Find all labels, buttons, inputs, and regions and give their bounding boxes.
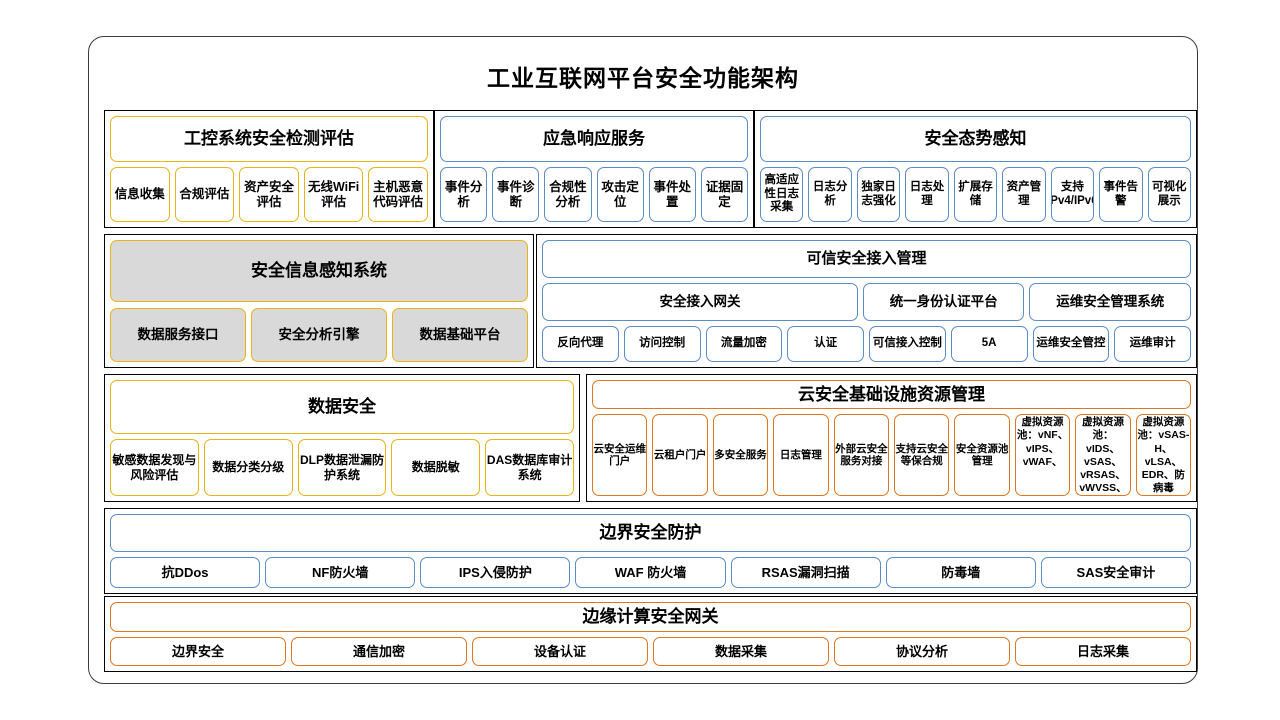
item-log-management[interactable]: 日志管理 — [773, 414, 829, 496]
item-sas-security-audit[interactable]: SAS安全审计 — [1040, 557, 1191, 588]
section-edge-gateway: 边缘计算安全网关 边界安全 通信加密 设备认证 数据采集 协议分析 日志采集 — [104, 596, 1197, 672]
item-exclusive-log-enhancement[interactable]: 独家日志强化 — [856, 167, 901, 222]
item-info-collection[interactable]: 信息收集 — [110, 167, 170, 222]
section-header: 数据安全 — [110, 380, 574, 434]
item-compliance-assessment[interactable]: 合规评估 — [174, 167, 235, 222]
item-asset-management[interactable]: 资产管理 — [1002, 167, 1046, 222]
item-5a[interactable]: 5A — [950, 326, 1028, 362]
item-traffic-encryption[interactable]: 流量加密 — [705, 326, 783, 362]
platform-ops-security-mgmt[interactable]: 运维安全管理系统 — [1029, 283, 1191, 321]
item-external-cloud-service-integration[interactable]: 外部云安全服务对接 — [833, 414, 890, 496]
item-data-base-platform[interactable]: 数据基础平台 — [392, 308, 528, 362]
item-nf-firewall[interactable]: NF防火墙 — [265, 557, 416, 588]
section-border-security: 边界安全防护 抗DDos NF防火墙 IPS入侵防护 WAF 防火墙 RSAS漏… — [104, 508, 1197, 594]
platform-secure-access-gateway[interactable]: 安全接入网关 — [542, 283, 858, 321]
item-visual-display[interactable]: 可视化展示 — [1147, 167, 1191, 222]
item-log-processing[interactable]: 日志处理 — [905, 167, 949, 222]
item-border-security[interactable]: 边界安全 — [110, 637, 286, 666]
section-header: 可信安全接入管理 — [542, 240, 1191, 278]
item-ops-security-control[interactable]: 运维安全管控 — [1032, 326, 1110, 362]
item-event-alarm[interactable]: 事件告警 — [1099, 167, 1143, 222]
section-emergency-response: 应急响应服务 事件分析 事件诊断 合规性分析 攻击定位 事件处置 证据固定 — [434, 110, 754, 228]
item-authentication[interactable]: 认证 — [787, 326, 864, 362]
section-header: 云安全基础设施资源管理 — [592, 380, 1191, 410]
section-trusted-access: 可信安全接入管理 安全接入网关 统一身份认证平台 运维安全管理系统 反向代理 访… — [536, 234, 1197, 368]
item-row: 边界安全 通信加密 设备认证 数据采集 协议分析 日志采集 — [110, 637, 1191, 666]
item-antivirus-wall[interactable]: 防毒墙 — [885, 557, 1036, 588]
item-access-control[interactable]: 访问控制 — [623, 326, 701, 362]
item-das-db-audit[interactable]: DAS数据库审计系统 — [485, 439, 574, 496]
item-row: 事件分析 事件诊断 合规性分析 攻击定位 事件处置 证据固定 — [440, 167, 749, 222]
item-waf-firewall[interactable]: WAF 防火墙 — [575, 557, 726, 588]
item-row: 高适应性日志采集 日志分析 独家日志强化 日志处理 扩展存储 资产管理 支持IP… — [760, 167, 1191, 222]
item-trusted-access-control[interactable]: 可信接入控制 — [869, 326, 946, 362]
item-security-resource-pool-mgmt[interactable]: 安全资源池管理 — [954, 414, 1010, 496]
item-log-analysis[interactable]: 日志分析 — [808, 167, 852, 222]
item-anti-ddos[interactable]: 抗DDos — [110, 557, 261, 588]
section-header: 安全信息感知系统 — [110, 240, 528, 302]
item-data-collection[interactable]: 数据采集 — [653, 637, 829, 666]
item-ips[interactable]: IPS入侵防护 — [420, 557, 571, 588]
item-evidence-preservation[interactable]: 证据固定 — [700, 167, 749, 222]
item-virtual-resource-pool-2[interactable]: 虚拟资源池：vIDS、vSAS、vRSAS、vWVSS、 — [1075, 414, 1131, 496]
item-cloud-ops-portal[interactable]: 云安全运维门户 — [592, 414, 648, 496]
item-virtual-resource-pool-3[interactable]: 虚拟资源池：vSAS-H、vLSA、EDR、防病毒 — [1135, 414, 1192, 496]
item-wireless-wifi-assessment[interactable]: 无线WiFi评估 — [303, 167, 364, 222]
item-cloud-compliance-support[interactable]: 支持云安全等保合规 — [894, 414, 950, 496]
item-ops-audit[interactable]: 运维审计 — [1114, 326, 1191, 362]
item-row: 抗DDos NF防火墙 IPS入侵防护 WAF 防火墙 RSAS漏洞扫描 防毒墙… — [110, 557, 1191, 588]
item-protocol-analysis[interactable]: 协议分析 — [834, 637, 1010, 666]
item-security-analysis-engine[interactable]: 安全分析引擎 — [251, 308, 387, 362]
platform-row: 安全接入网关 统一身份认证平台 运维安全管理系统 — [542, 283, 1191, 321]
item-dlp-system[interactable]: DLP数据泄漏防护系统 — [297, 439, 387, 496]
item-row: 反向代理 访问控制 流量加密 认证 可信接入控制 5A 运维安全管控 运维审计 — [542, 326, 1191, 362]
item-attack-localization[interactable]: 攻击定位 — [596, 167, 644, 222]
section-security-info-system: 安全信息感知系统 数据服务接口 安全分析引擎 数据基础平台 — [104, 234, 534, 368]
item-sensitive-data-discovery[interactable]: 敏感数据发现与风险评估 — [110, 439, 199, 496]
item-multi-security-services[interactable]: 多安全服务 — [712, 414, 769, 496]
item-event-diagnosis[interactable]: 事件诊断 — [492, 167, 540, 222]
item-row: 信息收集 合规评估 资产安全评估 无线WiFi评估 主机恶意代码评估 — [110, 167, 428, 222]
item-data-masking[interactable]: 数据脱敏 — [391, 439, 481, 496]
page-title: 工业互联网平台安全功能架构 — [487, 65, 799, 91]
item-rsas-vuln-scan[interactable]: RSAS漏洞扫描 — [730, 557, 881, 588]
item-data-service-interface[interactable]: 数据服务接口 — [110, 308, 246, 362]
section-data-security: 数据安全 敏感数据发现与风险评估 数据分类分级 DLP数据泄漏防护系统 数据脱敏… — [104, 374, 580, 502]
item-row: 云安全运维门户 云租户门户 多安全服务 日志管理 外部云安全服务对接 支持云安全… — [592, 414, 1192, 496]
section-cloud-security: 云安全基础设施资源管理 云安全运维门户 云租户门户 多安全服务 日志管理 外部云… — [586, 374, 1197, 502]
item-adaptive-log-collection[interactable]: 高适应性日志采集 — [760, 167, 804, 222]
section-header: 安全态势感知 — [760, 116, 1191, 162]
section-header: 边界安全防护 — [110, 514, 1191, 552]
item-device-authentication[interactable]: 设备认证 — [472, 637, 648, 666]
item-event-handling[interactable]: 事件处置 — [648, 167, 696, 222]
item-data-classification[interactable]: 数据分类分级 — [203, 439, 293, 496]
section-ics-assessment: 工控系统安全检测评估 信息收集 合规评估 资产安全评估 无线WiFi评估 主机恶… — [104, 110, 434, 228]
item-extended-storage[interactable]: 扩展存储 — [953, 167, 998, 222]
item-reverse-proxy[interactable]: 反向代理 — [542, 326, 619, 362]
item-row: 敏感数据发现与风险评估 数据分类分级 DLP数据泄漏防护系统 数据脱敏 DAS数… — [110, 439, 574, 496]
item-virtual-resource-pool-1[interactable]: 虚拟资源池：vNF、vIPS、vWAF、 — [1014, 414, 1071, 496]
item-host-malicious-code-assessment[interactable]: 主机恶意代码评估 — [368, 167, 428, 222]
item-comm-encryption[interactable]: 通信加密 — [291, 637, 467, 666]
item-compliance-analysis[interactable]: 合规性分析 — [544, 167, 592, 222]
item-event-analysis[interactable]: 事件分析 — [440, 167, 488, 222]
item-ipv4-ipv6-support[interactable]: 支持IPv4/IPv6 — [1050, 167, 1095, 222]
platform-unified-identity-auth[interactable]: 统一身份认证平台 — [862, 283, 1025, 321]
section-header: 应急响应服务 — [440, 116, 748, 162]
section-header: 工控系统安全检测评估 — [110, 116, 428, 162]
section-header: 边缘计算安全网关 — [110, 602, 1191, 632]
item-row: 数据服务接口 安全分析引擎 数据基础平台 — [110, 308, 528, 362]
section-situational-awareness: 安全态势感知 高适应性日志采集 日志分析 独家日志强化 日志处理 扩展存储 资产… — [754, 110, 1197, 228]
item-asset-security-assessment[interactable]: 资产安全评估 — [239, 167, 299, 222]
item-cloud-tenant-portal[interactable]: 云租户门户 — [652, 414, 708, 496]
item-log-collection[interactable]: 日志采集 — [1015, 637, 1191, 666]
